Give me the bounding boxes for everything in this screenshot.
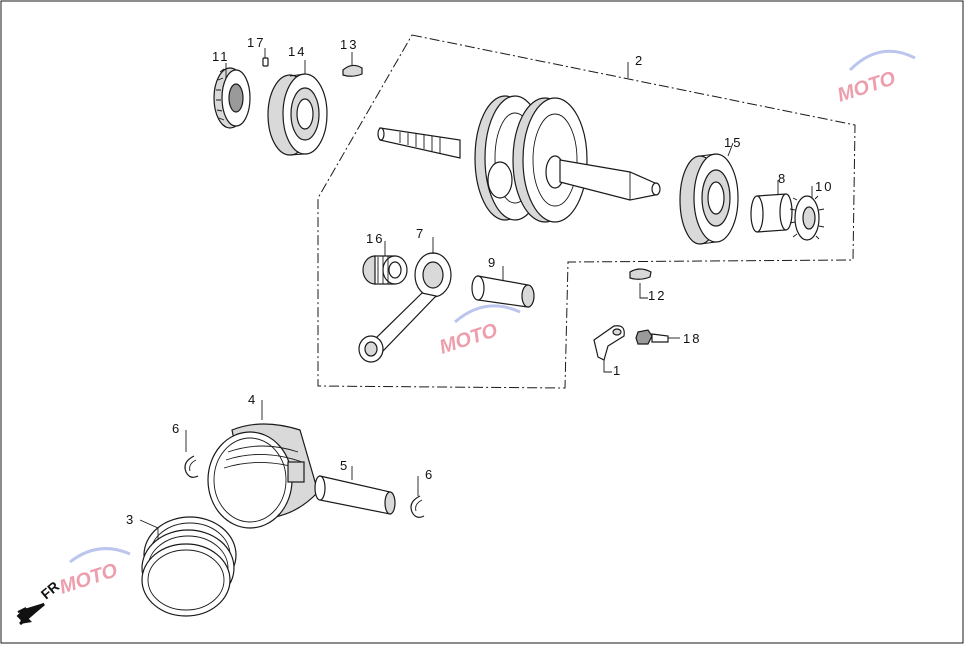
part-10-sprocket bbox=[789, 195, 825, 241]
part-6-circlip-right bbox=[410, 495, 425, 518]
part-6-circlip-left bbox=[184, 455, 199, 478]
callout-4: 4 bbox=[248, 392, 257, 407]
watermark-logo-text: MOTO bbox=[835, 67, 899, 106]
part-11-gear bbox=[213, 67, 251, 129]
callout-13: 13 bbox=[340, 37, 358, 52]
part-15-bearing bbox=[679, 153, 739, 245]
part-8-bushing bbox=[750, 193, 793, 233]
callout-14: 14 bbox=[288, 44, 306, 59]
assembly-group-outline bbox=[317, 34, 856, 389]
callout-5: 5 bbox=[340, 458, 349, 473]
callout-8: 8 bbox=[778, 171, 787, 186]
front-direction-indicator: FR bbox=[16, 578, 62, 626]
callout-18: 18 bbox=[683, 331, 701, 346]
part-12-key bbox=[629, 268, 652, 280]
callout-labels: 11 17 14 13 2 15 8 10 16 7 9 12 18 1 4 5… bbox=[126, 35, 833, 527]
callout-11: 11 bbox=[212, 49, 230, 64]
watermark-logo-text: MOTO bbox=[437, 319, 501, 358]
part-2-crankshaft bbox=[377, 95, 661, 223]
part-3-piston-rings bbox=[141, 516, 237, 617]
callout-3: 3 bbox=[126, 512, 135, 527]
leader-lines bbox=[139, 48, 813, 540]
callout-15: 15 bbox=[724, 135, 742, 150]
callout-7: 7 bbox=[416, 226, 425, 241]
part-4-piston bbox=[207, 423, 319, 529]
callout-17: 17 bbox=[247, 35, 265, 50]
watermark-top-right: MOTO bbox=[835, 49, 916, 107]
part-16-needle-bearing bbox=[362, 255, 408, 285]
callout-1: 1 bbox=[613, 363, 622, 378]
part-18-bolt bbox=[635, 329, 669, 345]
callout-12: 12 bbox=[648, 288, 666, 303]
watermark-bottom-left: MOTO bbox=[57, 547, 131, 599]
part-14-bearing bbox=[267, 73, 328, 156]
callout-16: 16 bbox=[366, 231, 384, 246]
callout-2: 2 bbox=[635, 53, 644, 68]
callout-9: 9 bbox=[488, 255, 497, 270]
part-5-piston-pin bbox=[314, 475, 396, 515]
watermark-center: MOTO bbox=[437, 304, 521, 359]
part-1-bracket bbox=[593, 325, 625, 361]
part-9-crank-pin bbox=[471, 275, 535, 308]
part-17-pin bbox=[262, 57, 269, 67]
part-13-key bbox=[342, 64, 363, 77]
callout-6-right: 6 bbox=[425, 467, 434, 482]
callout-10: 10 bbox=[815, 179, 833, 194]
part-7-connecting-rod bbox=[358, 252, 452, 363]
callout-6-left: 6 bbox=[172, 421, 181, 436]
watermark-logo-text: MOTO bbox=[57, 559, 121, 598]
